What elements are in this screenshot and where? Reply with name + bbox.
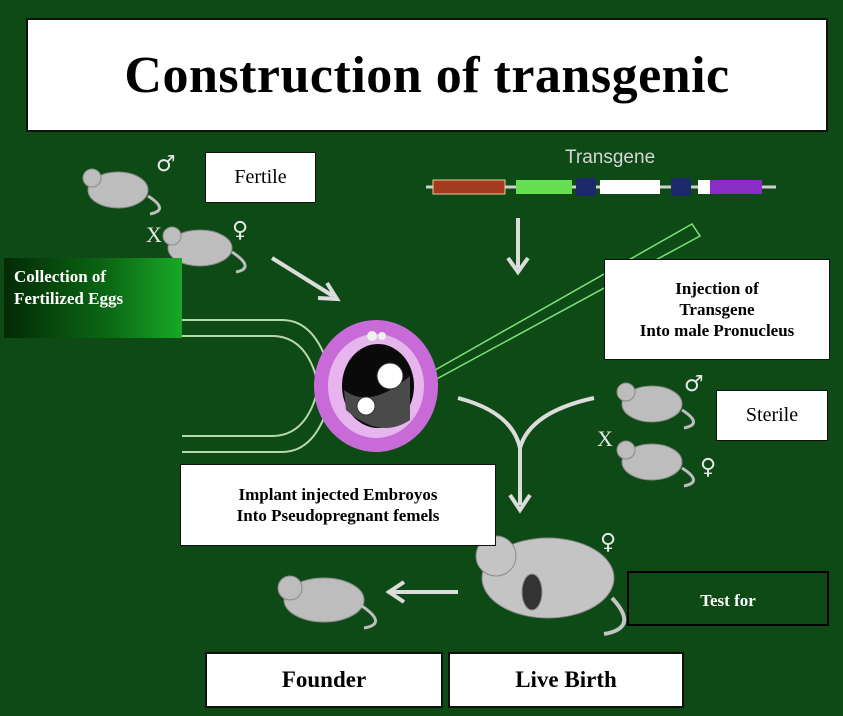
collection-label: Collection of Fertilized Eggs: [4, 258, 182, 338]
implant-label: Implant injected Embroyos Into Pseudopre…: [180, 464, 496, 546]
fertilized-egg: [314, 320, 438, 452]
male-symbol-icon: ♂: [684, 372, 704, 397]
female-symbol-icon: ♀: [700, 455, 716, 480]
mouse-founder: [278, 576, 376, 628]
mouse-fertile-male: [83, 169, 160, 214]
female-symbol-icon: ♀: [600, 530, 616, 555]
transgene-label: Transgene: [565, 147, 655, 169]
mouse-sterile-male: [617, 383, 694, 428]
cross-mark-sterile: X: [597, 426, 613, 452]
transgene-construct: [426, 178, 776, 196]
arrow-down-transgene: [508, 218, 528, 272]
arrow-to-egg: [272, 258, 337, 299]
live-birth-label: Live Birth: [448, 652, 684, 708]
test-for-label: Test for: [627, 571, 829, 626]
injection-label: Injection of Transgene Into male Pronucl…: [604, 259, 830, 360]
female-symbol-icon: ♀: [232, 218, 248, 243]
arrow-to-founder: [389, 582, 458, 602]
fertile-label: Fertile: [205, 152, 316, 203]
holding-pipette: [182, 320, 330, 452]
founder-label: Founder: [205, 652, 443, 708]
mouse-sterile-female: [617, 441, 694, 486]
sterile-label: Sterile: [716, 390, 828, 441]
cross-mark-fertile: X: [146, 222, 162, 248]
title-box: Construction of transgenic: [26, 18, 828, 132]
page-title: Construction of transgenic: [124, 46, 729, 105]
male-symbol-icon: ♂: [156, 152, 176, 177]
